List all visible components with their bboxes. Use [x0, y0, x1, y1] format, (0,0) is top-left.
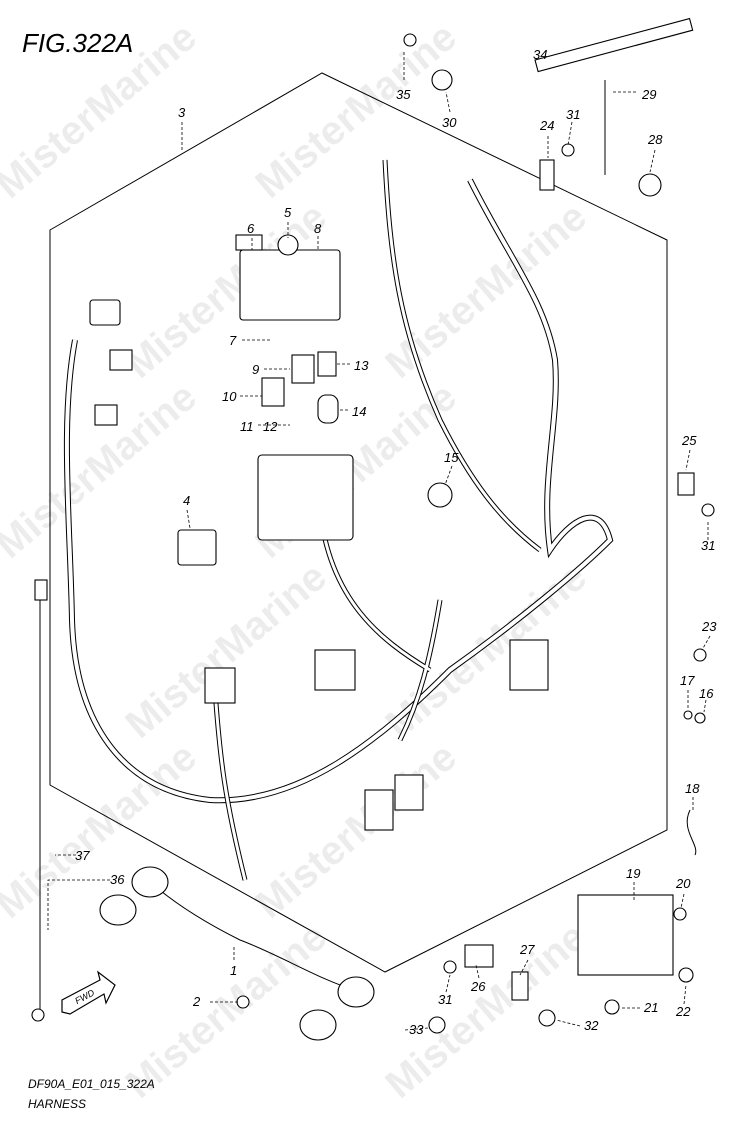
assembly-outline [49, 72, 668, 973]
part-label-20: 20 [675, 876, 691, 891]
part-label-21: 21 [643, 1000, 658, 1015]
part-label-26: 26 [470, 979, 486, 994]
part-label-13: 13 [354, 358, 369, 373]
part-label-37: 37 [75, 848, 90, 863]
figure-title: FIG.322A [22, 28, 133, 58]
part-label-7: 7 [229, 333, 237, 348]
part-label-16: 16 [699, 686, 714, 701]
part-label-5: 5 [284, 205, 292, 220]
part-label-11: 11 [240, 419, 254, 434]
part-label-3: 3 [178, 105, 186, 120]
part-label-35: 35 [396, 87, 411, 102]
figure-name: HARNESS [28, 1097, 86, 1111]
part-label-2: 2 [192, 994, 201, 1009]
part-label-22: 22 [675, 1004, 691, 1019]
part-label-27: 27 [519, 942, 535, 957]
part-label-31: 31 [566, 107, 580, 122]
part-label-15: 15 [444, 450, 459, 465]
part-label-25: 25 [681, 433, 697, 448]
part-label-31b: 31 [701, 538, 715, 553]
part-label-9: 9 [252, 362, 259, 377]
watermark-text: MisterMarine [378, 915, 595, 1107]
part-label-4: 4 [183, 493, 190, 508]
part-label-30: 30 [442, 115, 457, 130]
watermark-text: MisterMarine [0, 375, 205, 567]
part-label-28: 28 [647, 132, 663, 147]
part-label-19: 19 [626, 866, 640, 881]
part-label-36: 36 [110, 872, 125, 887]
watermark-text: MisterMarine [378, 195, 595, 387]
watermark-text: MisterMarine [248, 15, 465, 207]
fwd-arrow-icon: FWD [61, 970, 116, 1015]
part-label-23: 23 [701, 619, 717, 634]
leader-lines [47, 50, 711, 1031]
part-label-8: 8 [314, 221, 322, 236]
part-label-24: 24 [539, 118, 554, 133]
part-label-33: 33 [409, 1022, 424, 1037]
part-label-12: 12 [263, 419, 278, 434]
part-label-1: 1 [230, 963, 237, 978]
part-label-10: 10 [222, 389, 237, 404]
watermark-text: MisterMarine [118, 555, 335, 747]
figure-code: DF90A_E01_015_322A [28, 1077, 155, 1091]
part-label-14: 14 [352, 404, 366, 419]
part-label-17: 17 [680, 673, 695, 688]
watermark-text: MisterMarine [248, 735, 465, 927]
main-harness [31, 17, 715, 1041]
part-label-18: 18 [685, 781, 700, 796]
part-label-32: 32 [584, 1018, 599, 1033]
part-label-29: 29 [641, 87, 656, 102]
part-labels: 1 2 3 4 5 6 7 8 9 10 11 12 13 14 15 16 1… [75, 47, 717, 1037]
part-label-6: 6 [247, 221, 255, 236]
watermark-text: MisterMarine [0, 735, 205, 927]
part-label-34: 34 [533, 47, 547, 62]
part-label-31c: 31 [438, 992, 452, 1007]
